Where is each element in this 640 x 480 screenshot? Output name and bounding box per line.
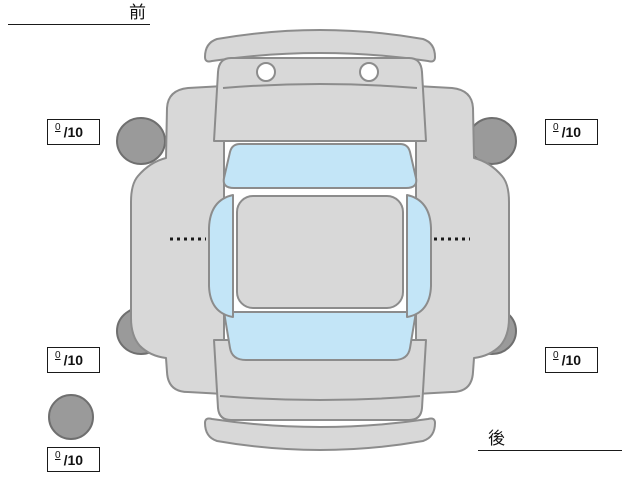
tread-score-front-right: 0 /10 [545, 119, 598, 145]
hood-left-circle [256, 62, 276, 82]
tread-score-front-left: 0 /10 [47, 119, 100, 145]
tread-score-max: /10 [63, 352, 84, 368]
tread-score-max: /10 [561, 352, 582, 368]
tread-score-rear-right: 0 /10 [545, 347, 598, 373]
hood-cowl-line [222, 83, 418, 89]
wheel-front-left-icon [116, 117, 166, 165]
tread-score-value: 0 [55, 122, 61, 133]
tread-score-value: 0 [55, 350, 61, 361]
rear-spoiler [204, 417, 436, 451]
spare-tire-icon [48, 394, 94, 440]
hood-right-circle [359, 62, 379, 82]
rear-bumper-line [219, 395, 421, 401]
front-label: 前 [8, 2, 150, 25]
rear-label: 後 [478, 428, 622, 451]
tread-score-max: /10 [63, 451, 84, 468]
rear-window [223, 311, 417, 361]
tread-score-max: /10 [63, 124, 84, 140]
rear-label-text: 後 [488, 429, 505, 448]
tread-score-rear-left: 0 /10 [47, 347, 100, 373]
tread-score-value: 0 [55, 450, 61, 461]
front-label-text: 前 [129, 3, 146, 22]
windshield [222, 143, 418, 189]
hood [213, 57, 427, 142]
tread-score-value: 0 [553, 122, 559, 133]
left-side-window [208, 194, 234, 318]
tread-score-max: /10 [561, 124, 582, 140]
tread-score-spare: 0 /10 [47, 447, 100, 472]
roof-panel [236, 195, 404, 309]
front-spoiler [204, 29, 436, 63]
right-side-window [406, 194, 432, 318]
tread-score-value: 0 [553, 350, 559, 361]
wheel-front-right-icon [467, 117, 517, 165]
